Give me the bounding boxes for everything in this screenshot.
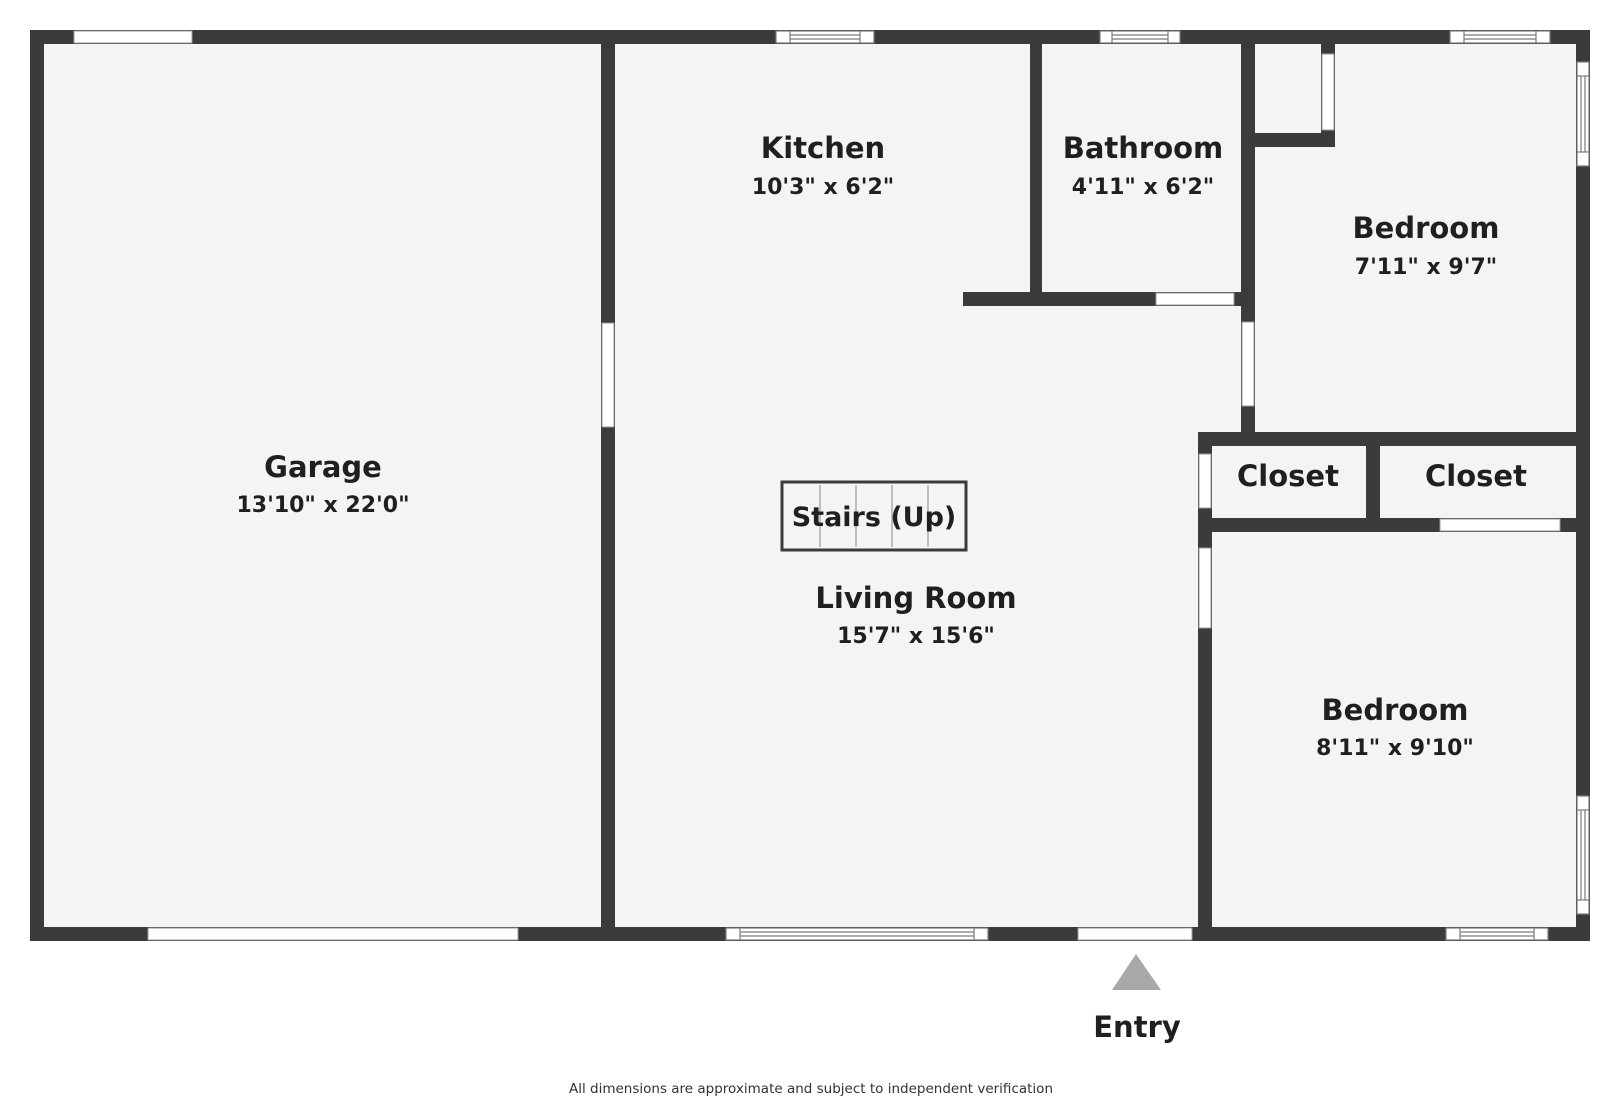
room-dim-living-room: 15'7" x 15'6" — [837, 624, 995, 649]
door-entry — [1077, 927, 1193, 941]
window-kitchen — [775, 30, 875, 44]
room-living-room: Living Room 15'7" x 15'6" — [815, 581, 1016, 649]
wall-garage-living — [601, 44, 615, 927]
door-garage-overhead — [147, 927, 519, 941]
window-bathroom — [1099, 30, 1181, 44]
room-bedroom-top: Bedroom 7'11" x 9'7" — [1353, 211, 1500, 280]
wall-closets-top — [1198, 432, 1576, 446]
door-closet-left — [1198, 453, 1212, 509]
window-bedroom-bottom — [1445, 927, 1549, 941]
entry-arrow-icon — [1112, 954, 1161, 990]
door-bedroom-top — [1241, 321, 1255, 407]
room-dim-bathroom: 4'11" x 6'2" — [1072, 175, 1214, 200]
outer-wall-left — [30, 30, 44, 941]
wall-kitchen-bathroom — [1030, 44, 1042, 298]
room-garage: Garage 13'10" x 22'0" — [236, 450, 409, 518]
wall-closet-divider — [1366, 446, 1380, 526]
stairs: Stairs (Up) — [780, 480, 968, 552]
room-closet-right: Closet — [1425, 459, 1527, 493]
window-bedroom-bottom-right — [1576, 795, 1590, 915]
room-bathroom: Bathroom 4'11" x 6'2" — [1063, 131, 1224, 200]
entry: Entry — [1093, 954, 1181, 1044]
room-name-bathroom: Bathroom — [1063, 131, 1224, 165]
room-name-closet-left: Closet — [1237, 459, 1339, 493]
room-name-bedroom-bottom: Bedroom — [1322, 693, 1469, 727]
room-name-bedroom-top: Bedroom — [1353, 211, 1500, 245]
stairs-label: Stairs (Up) — [792, 502, 957, 533]
room-dim-bedroom-bottom: 8'11" x 9'10" — [1316, 736, 1474, 761]
door-bedroom-bottom — [1198, 547, 1212, 629]
room-name-closet-right: Closet — [1425, 459, 1527, 493]
room-dim-kitchen: 10'3" x 6'2" — [752, 175, 894, 200]
windows — [725, 30, 1590, 941]
door-garage-living — [601, 322, 615, 428]
outer-wall-right — [1576, 30, 1590, 941]
door-closet-right — [1439, 518, 1561, 532]
entry-label: Entry — [1093, 1010, 1181, 1044]
door-bathroom — [1155, 292, 1235, 306]
door-openings — [73, 30, 1561, 941]
wall-nook-horizontal — [1255, 133, 1335, 147]
stairs-outline — [780, 480, 968, 552]
room-name-garage: Garage — [264, 450, 382, 484]
window-bedroom-top — [1449, 30, 1551, 44]
room-name-kitchen: Kitchen — [761, 131, 885, 165]
window-bedroom-right — [1576, 61, 1590, 167]
room-dim-bedroom-top: 7'11" x 9'7" — [1355, 255, 1497, 280]
room-closet-left: Closet — [1237, 459, 1339, 493]
window-living-bottom — [725, 927, 989, 941]
door-nook — [1321, 53, 1335, 131]
door-garage-top — [73, 30, 193, 44]
room-name-living-room: Living Room — [815, 581, 1016, 615]
room-kitchen: Kitchen 10'3" x 6'2" — [752, 131, 894, 200]
disclaimer-text: All dimensions are approximate and subje… — [569, 1081, 1053, 1097]
room-dim-garage: 13'10" x 22'0" — [236, 493, 409, 518]
room-bedroom-bottom: Bedroom 8'11" x 9'10" — [1316, 693, 1474, 761]
